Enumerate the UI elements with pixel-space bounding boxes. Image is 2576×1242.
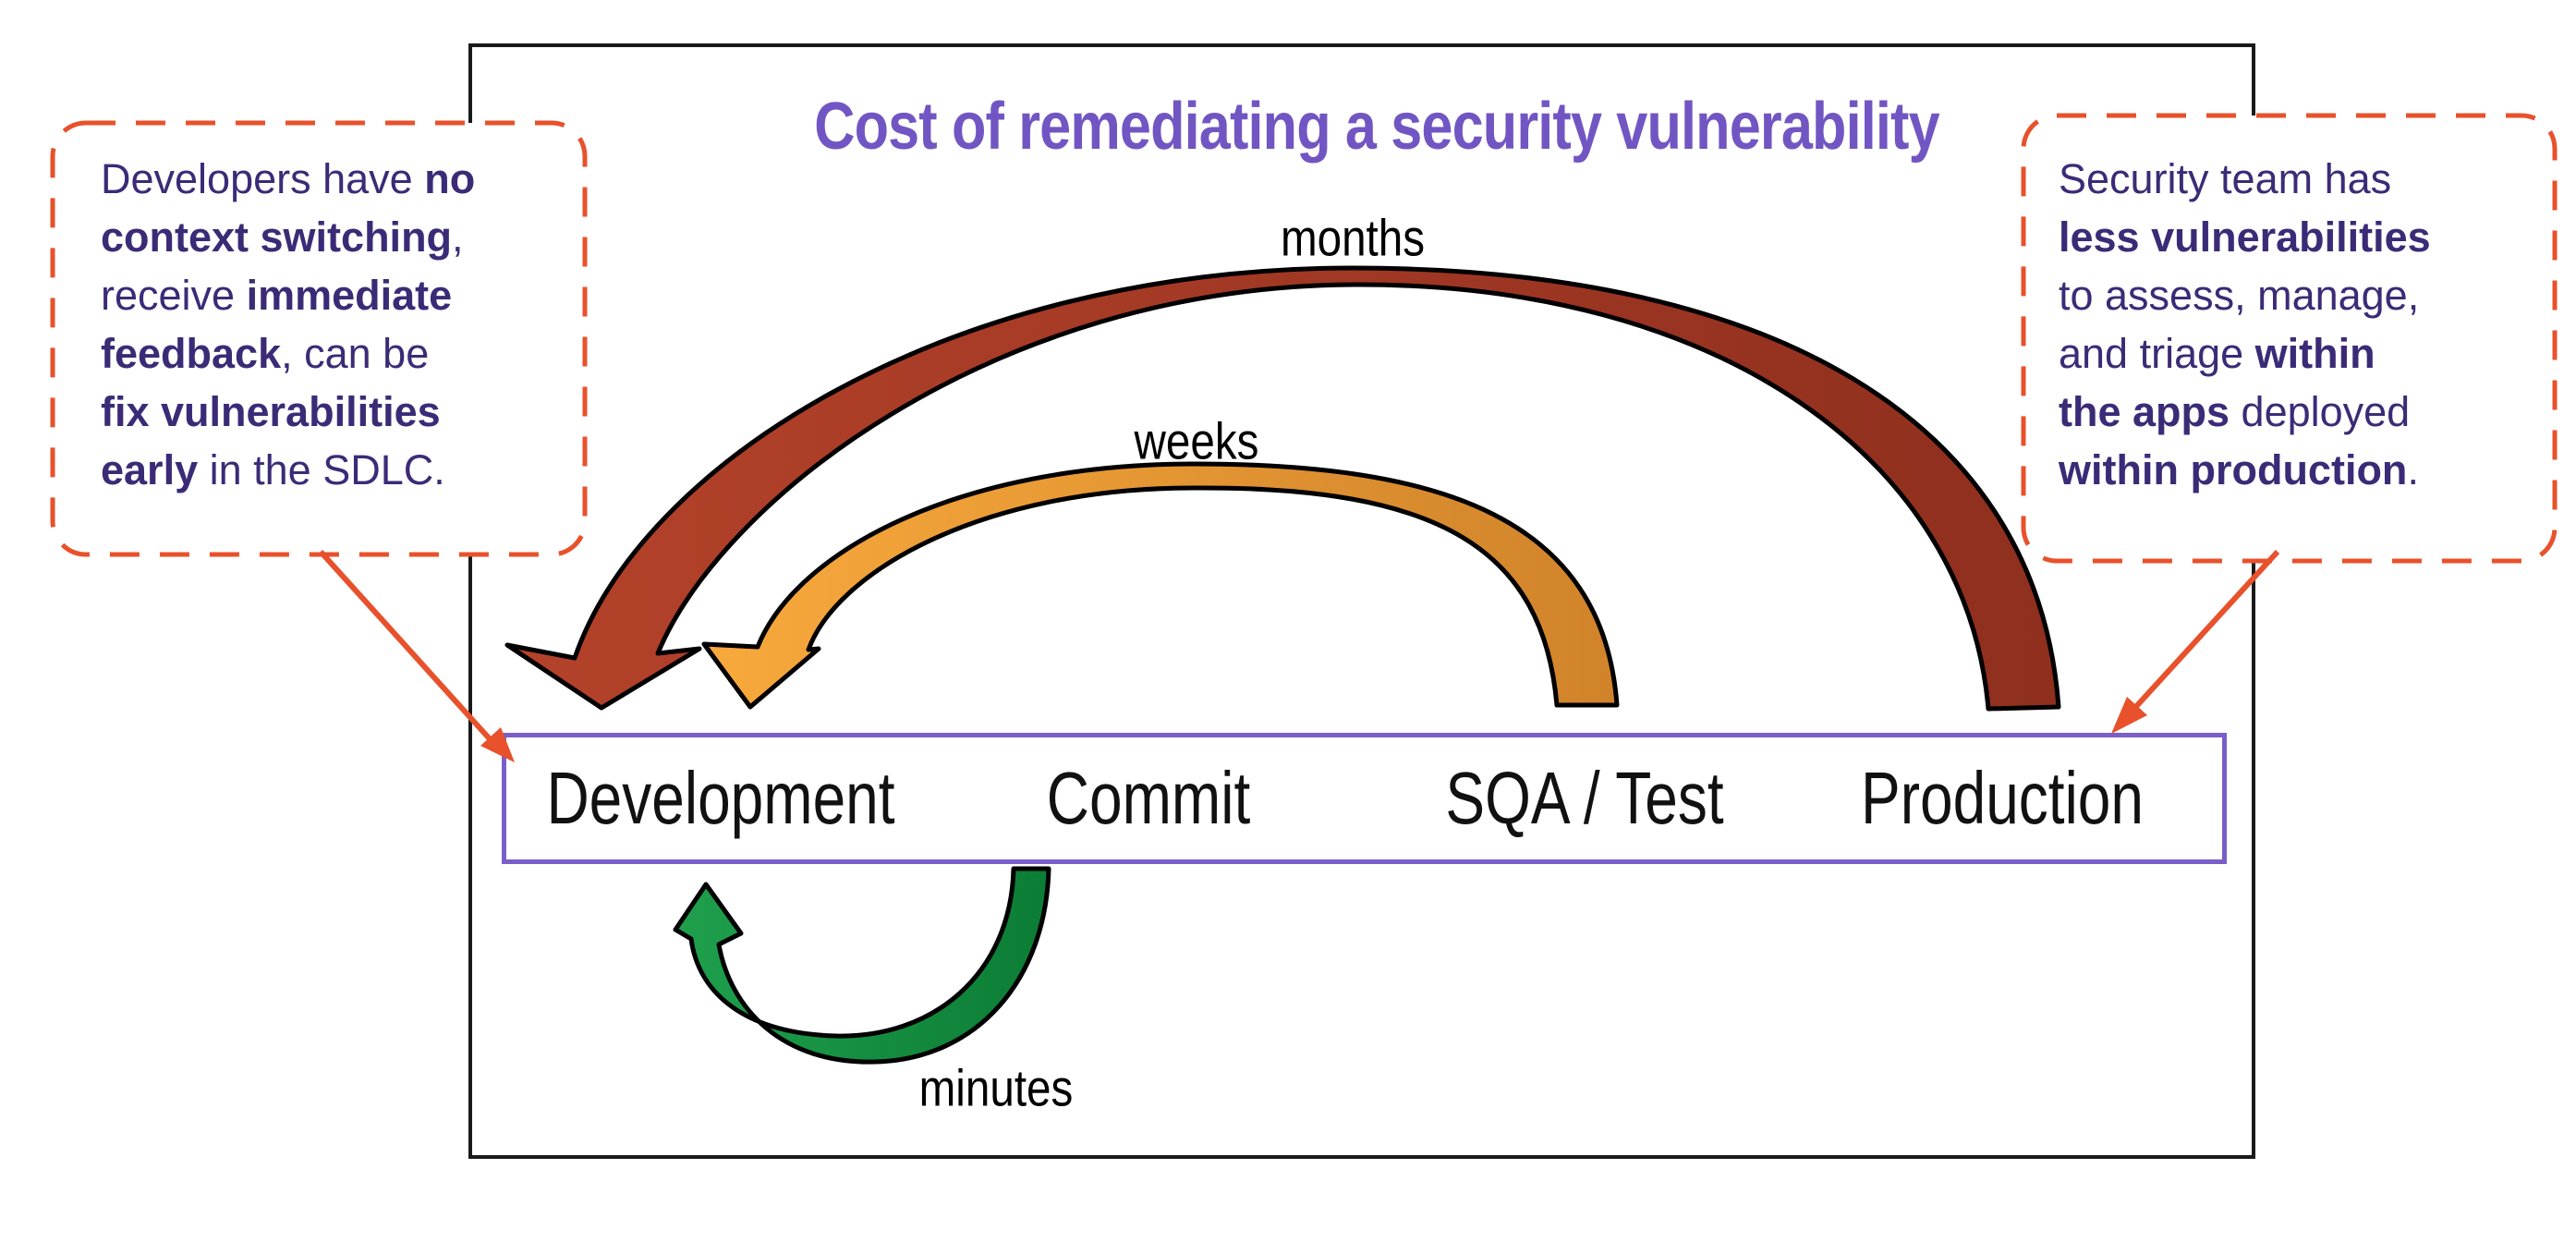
callout-text: . [2407, 446, 2419, 493]
pipeline-box [502, 733, 2227, 864]
callout-line: less vulnerabilities [2059, 208, 2431, 266]
callout-text-bold: feedback [101, 330, 282, 377]
left-callout-frame [50, 120, 588, 557]
left-callout-connector [318, 549, 515, 762]
callout-text: , [452, 213, 464, 261]
page-title: Cost of remediating a security vulnerabi… [814, 90, 1939, 164]
callout-text: receive [101, 272, 247, 319]
callout-text-bold: early [101, 446, 199, 493]
callout-text-bold: within [2254, 330, 2376, 377]
callout-text: Developers have [101, 155, 425, 202]
callout-line: fix vulnerabilities [101, 383, 475, 441]
callout-text: Security team has [2059, 155, 2392, 202]
callout-text-bold: fix vulnerabilities [101, 388, 441, 435]
callout-line: to assess, manage, [2059, 266, 2431, 324]
right-callout: Security team has less vulnerabilities to … [2059, 150, 2431, 499]
callout-text-bold: within production [2059, 446, 2408, 493]
right-connector-arrowhead-icon [2111, 697, 2147, 734]
callout-line: early in the SDLC. [101, 441, 475, 499]
callout-line: and triage within [2059, 324, 2431, 383]
callout-line: feedback, can be [101, 324, 475, 383]
stage-sqa-test: SQA / Test [1445, 757, 1724, 839]
callout-text: in the SDLC. [198, 446, 445, 493]
callout-text: and triage [2059, 330, 2255, 377]
callout-text: to assess, manage, [2059, 272, 2420, 319]
callout-line: Security team has [2059, 150, 2431, 208]
stage-development: Development [546, 757, 895, 839]
left-connector-arrowhead-icon [480, 727, 515, 762]
callout-text: , can be [281, 330, 430, 377]
callout-text-bold: context switching [101, 213, 453, 261]
minutes-label: minutes [918, 1058, 1074, 1117]
callout-text-bold: less vulnerabilities [2059, 213, 2431, 261]
callout-line: receive immediate [101, 266, 475, 324]
weeks-label: weeks [1134, 411, 1259, 470]
callout-line: context switching, [101, 208, 475, 266]
callout-text-bold: the apps [2059, 388, 2230, 435]
diagram-frame [468, 43, 2255, 1159]
callout-line: within production. [2059, 441, 2431, 499]
months-arrow [504, 265, 2061, 712]
months-label: months [1280, 208, 1426, 267]
callout-text: deployed [2230, 388, 2411, 435]
minutes-arrow [673, 866, 1051, 1065]
right-callout-frame [2021, 113, 2558, 564]
stage-production: Production [1861, 757, 2144, 839]
callout-line: the apps deployed [2059, 383, 2431, 441]
callout-line: Developers have no [101, 150, 475, 208]
weeks-arrow [701, 461, 1620, 710]
callout-text-bold: immediate [246, 272, 453, 319]
right-callout-connector [2111, 549, 2280, 734]
callout-text-bold: no [424, 155, 476, 202]
stage-commit: Commit [1046, 757, 1251, 839]
